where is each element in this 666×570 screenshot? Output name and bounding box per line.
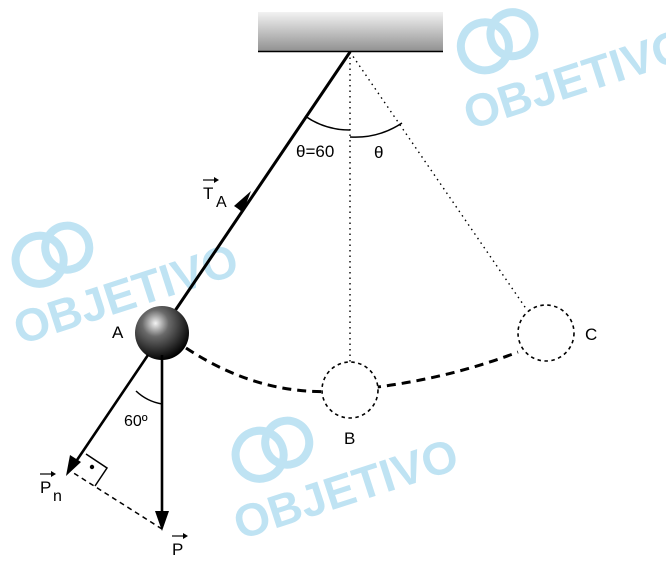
tension-label: T bbox=[203, 184, 213, 203]
weight-label: P bbox=[172, 540, 183, 559]
string-line-a bbox=[160, 51, 352, 331]
point-b-label: B bbox=[344, 429, 355, 448]
normal-arrowhead bbox=[66, 455, 81, 476]
right-angle-marker bbox=[85, 453, 109, 487]
normal-label: P bbox=[40, 478, 51, 497]
ceiling-support bbox=[258, 12, 443, 52]
right-angle-dot bbox=[89, 464, 95, 470]
angle-arc-right bbox=[349, 122, 403, 138]
position-b-circle bbox=[321, 361, 379, 419]
tension-label-sub: A bbox=[216, 194, 227, 211]
normal-vector-line bbox=[73, 354, 150, 464]
pendulum-ball-a bbox=[135, 306, 189, 360]
position-c-circle bbox=[517, 304, 575, 362]
weight-arrowhead bbox=[155, 511, 169, 531]
angle-label-right: θ bbox=[374, 143, 383, 162]
normal-vector-bar-head bbox=[51, 471, 56, 477]
tension-arrowhead-fill bbox=[234, 191, 251, 212]
angle-arc-left bbox=[304, 115, 351, 131]
point-a-label: A bbox=[112, 323, 124, 342]
normal-label-sub: n bbox=[53, 488, 62, 505]
tension-vector-bar-head bbox=[214, 177, 219, 183]
weight-vector-bar-head bbox=[183, 533, 188, 539]
projection-dashed-line bbox=[71, 471, 163, 530]
point-c-label: C bbox=[585, 325, 597, 344]
angle-arc-bottom bbox=[135, 390, 163, 405]
watermark-top-right: OBJETIVO bbox=[456, 8, 666, 140]
angle-label-left: θ=60 bbox=[296, 142, 334, 161]
angle-label-bottom: 60º bbox=[124, 413, 148, 430]
